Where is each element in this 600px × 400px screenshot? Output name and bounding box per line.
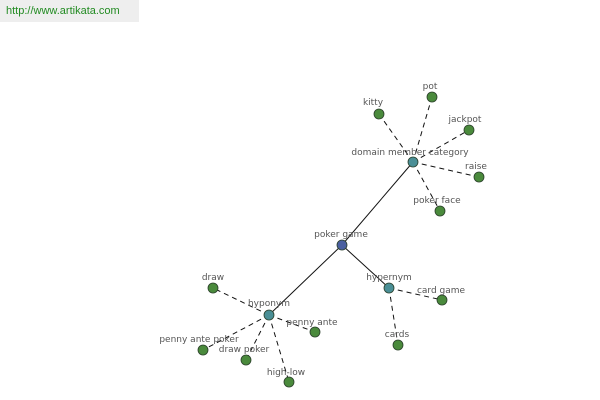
edge-poker-game-to-hyponym — [268, 244, 343, 316]
leaf-label-poker-face[interactable]: poker face — [413, 196, 461, 206]
graph-nodes — [197, 91, 485, 388]
leaf-label-draw-poker[interactable]: draw poker — [219, 345, 270, 355]
leaf-node-kitty[interactable] — [373, 108, 385, 120]
leaf-node-draw[interactable] — [207, 282, 219, 294]
edge-hypernym-to-card-game — [388, 287, 443, 301]
leaf-node-circle[interactable] — [373, 108, 385, 120]
leaf-node-circle[interactable] — [240, 354, 252, 366]
hub-node-circle[interactable] — [263, 309, 275, 321]
edge-poker-game-to-hypernym — [341, 244, 390, 289]
edge-hyponym-to-penny-ante — [268, 314, 316, 333]
leaf-node-draw-poker[interactable] — [240, 354, 252, 366]
leaf-node-high-low[interactable] — [283, 376, 295, 388]
leaf-node-card-game[interactable] — [436, 294, 448, 306]
hub-label-hypernym[interactable]: hypernym — [366, 273, 412, 283]
hub-node-hyponym[interactable] — [263, 309, 275, 321]
leaf-label-penny-ante-poker[interactable]: penny ante poker — [159, 335, 239, 345]
leaf-label-raise[interactable]: raise — [465, 162, 487, 172]
edge-domain-member-category-to-pot — [412, 96, 433, 163]
leaf-label-pot[interactable]: pot — [423, 82, 438, 92]
leaf-label-kitty[interactable]: kitty — [363, 98, 384, 108]
graph-edges — [202, 96, 480, 383]
edge-hypernym-to-cards — [388, 287, 399, 346]
leaf-node-circle[interactable] — [207, 282, 219, 294]
hub-node-domain-member-category[interactable] — [407, 156, 419, 168]
leaf-node-circle[interactable] — [426, 91, 438, 103]
leaf-node-circle[interactable] — [283, 376, 295, 388]
site-url[interactable]: http://www.artikata.com — [0, 0, 139, 22]
leaf-node-raise[interactable] — [473, 171, 485, 183]
leaf-node-circle[interactable] — [197, 344, 209, 356]
leaf-node-jackpot[interactable] — [463, 124, 475, 136]
leaf-node-pot[interactable] — [426, 91, 438, 103]
leaf-node-circle[interactable] — [463, 124, 475, 136]
leaf-node-circle[interactable] — [392, 339, 404, 351]
leaf-node-circle[interactable] — [473, 171, 485, 183]
edge-hyponym-to-draw — [212, 287, 270, 316]
leaf-node-circle[interactable] — [434, 205, 446, 217]
leaf-label-high-low[interactable]: high-low — [267, 368, 305, 378]
edge-hyponym-to-penny-ante-poker — [202, 314, 270, 351]
edge-hyponym-to-high-low — [268, 314, 290, 383]
graph-labels: poker game domain member category hypernym… — [159, 82, 487, 378]
edge-domain-member-category-to-raise — [412, 161, 480, 178]
hub-node-circle[interactable] — [383, 282, 395, 294]
leaf-label-cards[interactable]: cards — [385, 330, 410, 340]
leaf-node-circle[interactable] — [436, 294, 448, 306]
leaf-node-poker-face[interactable] — [434, 205, 446, 217]
leaf-node-circle[interactable] — [309, 326, 321, 338]
edge-poker-game-to-domain-member-category — [341, 161, 414, 246]
hub-node-hypernym[interactable] — [383, 282, 395, 294]
leaf-label-jackpot[interactable]: jackpot — [448, 115, 482, 125]
root-label-poker-game[interactable]: poker game — [314, 230, 368, 240]
leaf-node-penny-ante[interactable] — [309, 326, 321, 338]
leaf-node-penny-ante-poker[interactable] — [197, 344, 209, 356]
leaf-label-card-game[interactable]: card game — [417, 286, 466, 296]
leaf-node-cards[interactable] — [392, 339, 404, 351]
leaf-label-penny-ante[interactable]: penny ante — [286, 318, 338, 328]
edge-domain-member-category-to-jackpot — [412, 129, 470, 163]
edge-domain-member-category-to-kitty — [378, 113, 414, 163]
hub-node-circle[interactable] — [407, 156, 419, 168]
root-node-circle[interactable] — [336, 239, 348, 251]
leaf-label-draw[interactable]: draw — [202, 273, 224, 283]
hub-label-domain-member-category[interactable]: domain member category — [351, 148, 469, 158]
edge-domain-member-category-to-poker-face — [412, 161, 441, 212]
root-node-poker-game[interactable] — [336, 239, 348, 251]
hub-label-hyponym[interactable]: hyponym — [248, 299, 290, 309]
